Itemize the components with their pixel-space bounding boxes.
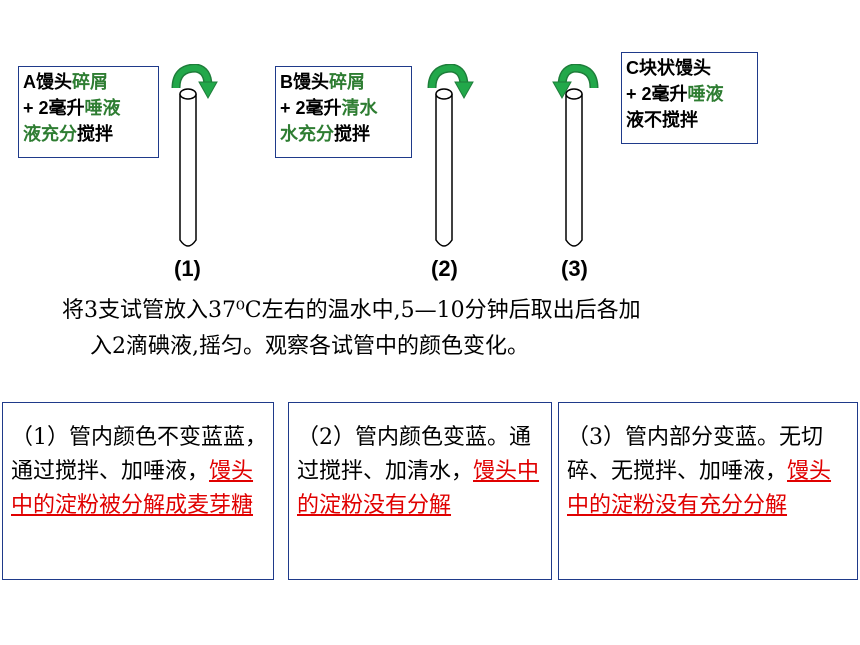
tube-3-number: (3)	[561, 256, 588, 281]
result-2-conclusion: 馒头中的淀粉没有分解	[297, 459, 540, 518]
result-3-conclusion: 馒头中的淀粉没有充分分解	[567, 459, 832, 518]
test-tube-1	[171, 64, 218, 247]
instruction-line-1: 将3支试管放入37⁰C左右的温水中,5—10分钟后取出后各加	[62, 298, 641, 323]
tube-2-label: B馒头碎屑 + 2毫升清水 水充分搅拌	[275, 66, 412, 158]
stir-arrow-icon	[552, 64, 599, 100]
result-box-3: （3）管内部分变蓝。无切碎、无搅拌、加唾液，馒头中的淀粉没有充分分解	[558, 402, 858, 580]
test-tube-3	[552, 64, 599, 247]
result-box-1: （1）管内颜色不变蓝蓝，通过搅拌、加唾液，馒头中的淀粉被分解成麦芽糖	[2, 402, 274, 580]
tube-1-number: (1)	[174, 256, 201, 281]
tube-2-number: (2)	[431, 256, 458, 281]
result-1-conclusion: 馒头中的淀粉被分解成麦芽糖	[11, 459, 254, 518]
result-3-text: （3）管内部分变蓝。无切碎、无搅拌、加唾液，	[567, 425, 823, 484]
stir-arrow-icon	[427, 64, 474, 100]
result-box-2: （2）管内颜色变蓝。通过搅拌、加清水，馒头中的淀粉没有分解	[288, 402, 552, 580]
tube-1-label: A馒头碎屑 + 2毫升唾液 液充分搅拌	[18, 66, 159, 158]
stir-arrow-icon	[171, 64, 218, 100]
test-tube-2	[427, 64, 474, 247]
tube-3-label: C块状馒头 + 2毫升唾液 液不搅拌	[621, 52, 758, 144]
result-2-text: （2）管内颜色变蓝。通过搅拌、加清水，	[297, 425, 531, 484]
instruction-line-2: 入2滴碘液,摇匀。观察各试管中的颜色变化。	[90, 334, 529, 359]
result-1-text: （1）管内颜色不变蓝蓝，通过搅拌、加唾液，	[11, 425, 267, 484]
